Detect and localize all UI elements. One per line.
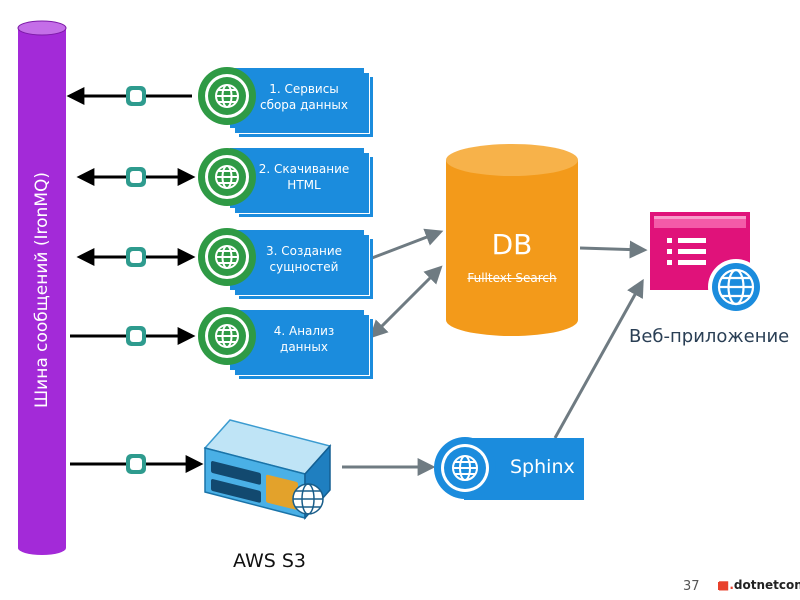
storage-label: AWS S3 [233, 550, 306, 572]
arrow-sphinx-to-web [553, 278, 644, 439]
bus-connector-2 [76, 167, 196, 187]
arrow-db-to-web [579, 240, 648, 259]
flow-arrows [342, 228, 648, 476]
message-bus [17, 20, 67, 555]
globe-icon [708, 259, 764, 315]
arrow-entities-to-db [371, 228, 444, 260]
brand-logo: ■.dotnetconf [718, 578, 800, 592]
brand-mark [718, 582, 726, 590]
globe-icon [198, 228, 256, 286]
server-icon [203, 419, 332, 520]
bus-connector-3 [76, 247, 196, 267]
arrow-analysis-db [369, 265, 443, 339]
bus-connector-1 [66, 86, 192, 106]
database-cylinder [446, 144, 578, 336]
web-app-label: Веб-приложение [629, 326, 790, 347]
globe-icon [198, 148, 256, 206]
bus-connector-4 [70, 326, 196, 346]
brand-prefix: ■. [718, 578, 734, 592]
database-title: DB [491, 228, 533, 261]
globe-icon [434, 437, 496, 499]
sphinx-label: Sphinx [510, 456, 575, 478]
database-subtitle: Fulltext Search [467, 271, 557, 285]
service-card-analysis: 4. Анализ данных [230, 310, 364, 370]
globe-icon [292, 483, 324, 515]
bus-connector-s3 [70, 454, 204, 474]
brand-name: dotnetconf [733, 578, 800, 592]
page-number: 37 [683, 579, 700, 594]
globe-icon [198, 307, 256, 365]
globe-icon [198, 67, 256, 125]
